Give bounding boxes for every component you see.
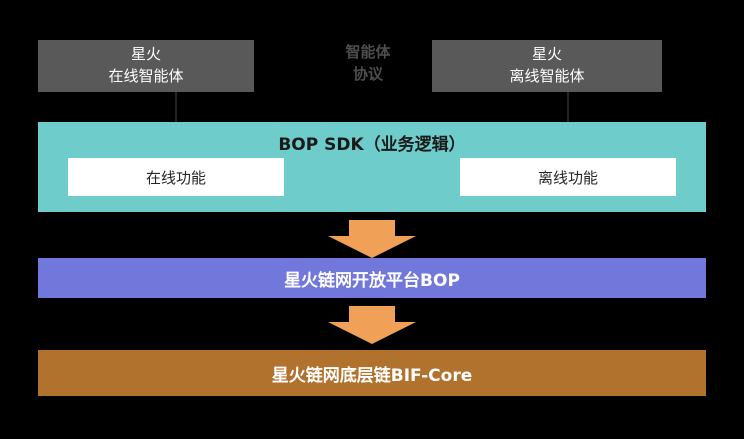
agent-protocol-label: 智能体 协议 xyxy=(322,42,414,86)
bif-core-bar: 星火链网底层链BIF-Core xyxy=(38,350,706,396)
agent-protocol-line1: 智能体 xyxy=(345,43,391,61)
online-feature-box: 在线功能 xyxy=(68,158,284,196)
bop-platform-label: 星火链网开放平台BOP xyxy=(284,270,460,291)
arrow-stem xyxy=(175,92,177,147)
offline-agent-line2: 离线智能体 xyxy=(509,67,585,85)
arrow-head xyxy=(328,236,416,258)
arrow-stem xyxy=(349,220,395,236)
bop-platform-bar: 星火链网开放平台BOP xyxy=(38,258,706,298)
online-feature-label: 在线功能 xyxy=(145,168,206,187)
block-down-arrow-icon xyxy=(328,306,416,344)
arrow-head xyxy=(328,322,416,344)
offline-agent-box: 星火 离线智能体 xyxy=(432,40,662,92)
online-agent-line1: 星火 xyxy=(130,45,161,64)
bop-sdk-title: BOP SDK（业务逻辑） xyxy=(278,135,466,155)
online-agent-line2: 在线智能体 xyxy=(108,67,184,85)
arrow-stem xyxy=(349,306,395,322)
arrow-stem xyxy=(567,92,569,147)
agent-protocol-line2: 协议 xyxy=(352,64,383,83)
block-down-arrow-icon xyxy=(328,220,416,258)
offline-feature-box: 离线功能 xyxy=(460,158,676,196)
offline-agent-line1: 星火 xyxy=(531,45,562,64)
bif-core-label: 星火链网底层链BIF-Core xyxy=(271,365,473,386)
offline-feature-label: 离线功能 xyxy=(537,168,598,187)
online-agent-box: 星火 在线智能体 xyxy=(38,40,254,92)
